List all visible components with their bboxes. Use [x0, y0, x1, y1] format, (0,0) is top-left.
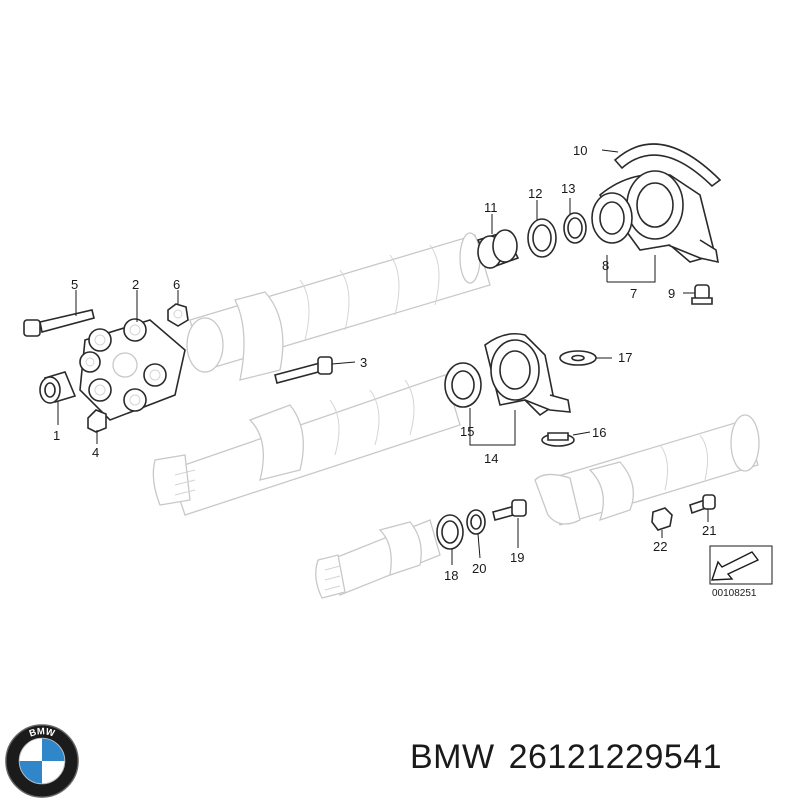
- leader-lines: [57, 149, 709, 565]
- middle-driveshaft-ghost: [152, 374, 461, 516]
- callout-22: 22: [653, 539, 667, 554]
- part-14-center-bearing: [484, 332, 571, 417]
- part-13-circlip: [563, 212, 587, 244]
- lower-driveshaft-ghost: [315, 519, 441, 599]
- callout-5: 5: [71, 277, 78, 292]
- arrow-icon: [711, 551, 760, 581]
- part-12-ring: [527, 218, 557, 258]
- part-20-ring: [466, 509, 486, 535]
- caption-brand: BMW: [410, 738, 495, 776]
- part-21-bolt: [689, 494, 716, 515]
- part-15-bearing: [444, 362, 482, 408]
- callout-1: 1: [53, 428, 60, 443]
- callout-8: 8: [602, 258, 609, 273]
- callout-labels: 1 2 3 4 5 6 7 8 9 10 11 12 13 14 15 16 1…: [53, 143, 716, 583]
- reference-code: 00108251: [712, 588, 757, 599]
- part-7-center-bearing: [598, 170, 719, 264]
- callout-20: 20: [472, 561, 486, 576]
- callout-9: 9: [668, 286, 675, 301]
- callout-15: 15: [460, 424, 474, 439]
- callout-14: 14: [484, 451, 498, 466]
- part-10-shield: [613, 143, 722, 188]
- logo-letters: BMW: [28, 726, 56, 739]
- part-2-flex-disc: [79, 318, 186, 421]
- part-9-bolt: [691, 284, 713, 305]
- part-4-nut: [87, 409, 107, 433]
- callout-11: 11: [484, 200, 498, 215]
- part-18-seal: [436, 514, 464, 550]
- part-5-bolt: [23, 309, 95, 337]
- reference-box: 00108251: [709, 545, 773, 599]
- caption-part-number: 26121229541: [508, 738, 723, 776]
- part-3-bolt: [274, 356, 333, 384]
- callout-10: 10: [573, 143, 587, 158]
- part-caption: BMW 26121229541: [410, 738, 736, 777]
- callout-13: 13: [561, 181, 575, 196]
- part-6-nut: [167, 303, 189, 327]
- part-22-nut: [651, 507, 673, 531]
- callout-7: 7: [630, 286, 637, 301]
- bmw-logo: BMW: [5, 724, 79, 798]
- callout-17: 17: [618, 350, 632, 365]
- callout-21: 21: [702, 523, 716, 538]
- callout-12: 12: [528, 186, 542, 201]
- callout-6: 6: [173, 277, 180, 292]
- callout-3: 3: [360, 355, 367, 370]
- upper-driveshaft-ghost: [186, 232, 491, 381]
- callout-18: 18: [444, 568, 458, 583]
- callout-16: 16: [592, 425, 606, 440]
- part-17-washer: [559, 350, 597, 366]
- part-16-nut: [541, 432, 575, 447]
- callout-4: 4: [92, 445, 99, 460]
- part-19-bolt: [492, 499, 527, 521]
- right-driveshaft-ghost: [534, 414, 760, 526]
- part-1-bushing: [39, 371, 77, 404]
- callout-19: 19: [510, 550, 524, 565]
- part-8-bearing: [591, 192, 633, 244]
- callout-2: 2: [132, 277, 139, 292]
- part-11-sleeve: [476, 229, 520, 270]
